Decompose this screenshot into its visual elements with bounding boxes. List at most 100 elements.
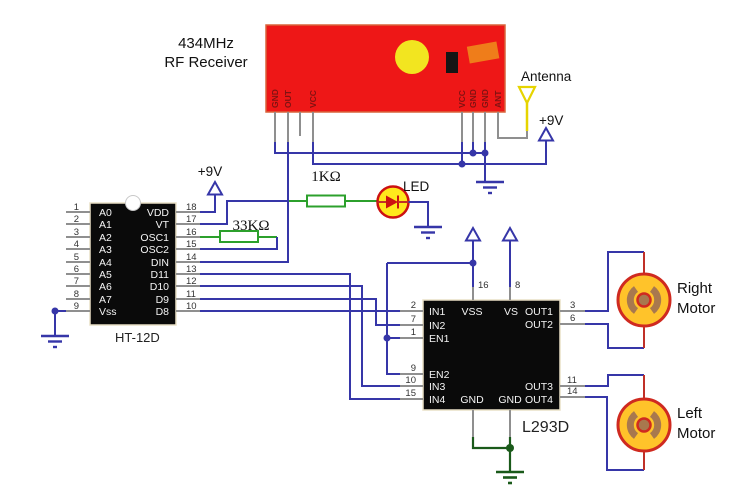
junction-dot [383, 334, 391, 342]
resistor-1k-label: 1KΩ [311, 169, 340, 185]
l293d-body [422, 299, 561, 411]
l293d-pin-name: VSS [461, 306, 482, 318]
ht12d-pin-num: 4 [74, 239, 79, 250]
ground-symbol-l293d [496, 470, 524, 485]
ht12d-power [200, 179, 224, 213]
ht12d-chip: 1 2 3 4 5 6 7 8 9 18 17 16 15 14 13 12 1… [66, 195, 200, 326]
ht12d-pin-name: A1 [99, 219, 112, 231]
ht12d-pin-num: 2 [74, 214, 79, 225]
ht12d-pin-num: 3 [74, 227, 79, 238]
power-label-left: +9V [198, 164, 222, 179]
ht12d-pin-num: 18 [186, 202, 197, 213]
junction-dot-green [506, 444, 514, 452]
l293d-pin-num: 16 [478, 280, 489, 291]
right-motor [616, 272, 672, 328]
ht12d-body [89, 202, 177, 326]
rf-module-coil-icon [395, 40, 429, 74]
rf-pin-ant-lead [497, 112, 528, 139]
l293d-pin-name: GND [460, 394, 484, 406]
rf-title-line2: RF Receiver [164, 54, 247, 71]
left-motor-brush-left [626, 411, 639, 439]
ht12d-pin-num: 11 [186, 289, 196, 300]
junction-dot [469, 149, 477, 157]
resistor-1k [306, 194, 346, 208]
data-lines [200, 273, 400, 400]
l293d-chip: 2 7 1 9 10 15 3 6 11 14 16 8 IN1 IN2 EN1… [400, 280, 585, 437]
right-motor-label-line2: Motor [677, 300, 715, 317]
ht12d-pin-num: 6 [74, 264, 79, 275]
ht12d-pin-name: OSC2 [140, 244, 169, 256]
wire-out4 [585, 396, 644, 471]
antenna-triangle [517, 85, 537, 106]
l293d-pin-name: EN2 [429, 369, 450, 381]
power-arrow-left [206, 179, 224, 196]
rf-pin-label-vcc: VCC [308, 90, 318, 108]
l293d-label: L293D [522, 419, 569, 436]
ht12d-pin-num: 12 [186, 276, 197, 287]
wire-vt [200, 200, 289, 225]
enable-net [383, 225, 519, 375]
wire-out-to-din [200, 142, 289, 263]
ht12d-pin-num: 16 [186, 227, 197, 238]
left-motor [616, 397, 672, 453]
motor-wiring [585, 251, 645, 471]
power-arrow-right [537, 125, 555, 142]
rf-pin-label-out: OUT [283, 89, 293, 108]
ht12d-pin-num: 15 [186, 239, 197, 250]
l293d-pin-num: 7 [411, 314, 416, 325]
rf-module-crystal-icon [446, 52, 458, 73]
l293d-pin-num: 6 [570, 313, 575, 324]
ht12d-pin-num: 14 [186, 252, 197, 263]
l293d-pin-name: OUT4 [525, 394, 553, 406]
l293d-pin-num: 15 [405, 388, 416, 399]
l293d-pin-name: OUT3 [525, 381, 553, 393]
ht12d-pin-name: D10 [150, 281, 169, 293]
wire-rf-gnd-bus [274, 142, 485, 154]
ht12d-pin-name: D11 [151, 269, 170, 281]
wire-en2 [386, 263, 400, 375]
l293d-pin-num: 1 [411, 327, 416, 338]
ht12d-pin-name: VT [156, 219, 170, 231]
l293d-pin-stubs [400, 287, 585, 437]
l293d-pin-num: 3 [570, 300, 575, 311]
ht12d-pin-num: 7 [74, 276, 79, 287]
left-motor-label-line2: Motor [677, 425, 715, 442]
right-motor-label-line1: Right [677, 280, 713, 297]
wire-d10-in3 [200, 285, 400, 387]
ht12d-pin-num: 17 [186, 214, 197, 225]
l293d-pin-name: IN3 [429, 381, 446, 393]
ht12d-pin-name: D8 [156, 306, 170, 318]
ht12d-pin-num: 13 [186, 264, 197, 275]
led-branch [200, 185, 442, 240]
ht12d-pin-name: OSC1 [140, 232, 169, 244]
wire-gnd-left [471, 437, 510, 450]
rf-pin-label-vcc2: VCC [457, 90, 467, 108]
ht12d-pin-num: 9 [74, 301, 79, 312]
top-wiring [274, 125, 555, 182]
power-label-right: +9V [539, 113, 563, 128]
ht12d-pin-name: A4 [99, 257, 112, 269]
rf-receiver-module: GND OUT VCC VCC GND GND ANT [265, 24, 528, 142]
power-arrow-vs [501, 225, 519, 242]
l293d-pin-name: OUT1 [525, 306, 553, 318]
antenna-symbol [517, 85, 537, 131]
ground-symbol-rf [476, 180, 504, 195]
wire-led-ground [408, 201, 429, 227]
led-diode-triangle [386, 195, 398, 209]
l293d-pin-num: 9 [411, 363, 416, 374]
rf-module-body [265, 24, 506, 113]
ht12d-pin-name: D9 [156, 294, 170, 306]
l293d-pin-name: GND [498, 394, 522, 406]
right-motor-shaft [636, 292, 652, 308]
rf-pin-label-gnd2: GND [468, 89, 478, 108]
rf-title-line1: 434MHz [178, 35, 234, 52]
ht12d-pin-name: A0 [99, 207, 112, 219]
ht12d-pin-name: A3 [99, 244, 112, 256]
ht12d-pin-num: 8 [74, 289, 79, 300]
ht12d-right-pins [176, 211, 200, 312]
wire-out3 [585, 374, 644, 387]
junction-dot [481, 149, 489, 157]
ht12d-pin-num: 5 [74, 252, 79, 263]
wire-out2 [585, 323, 644, 349]
